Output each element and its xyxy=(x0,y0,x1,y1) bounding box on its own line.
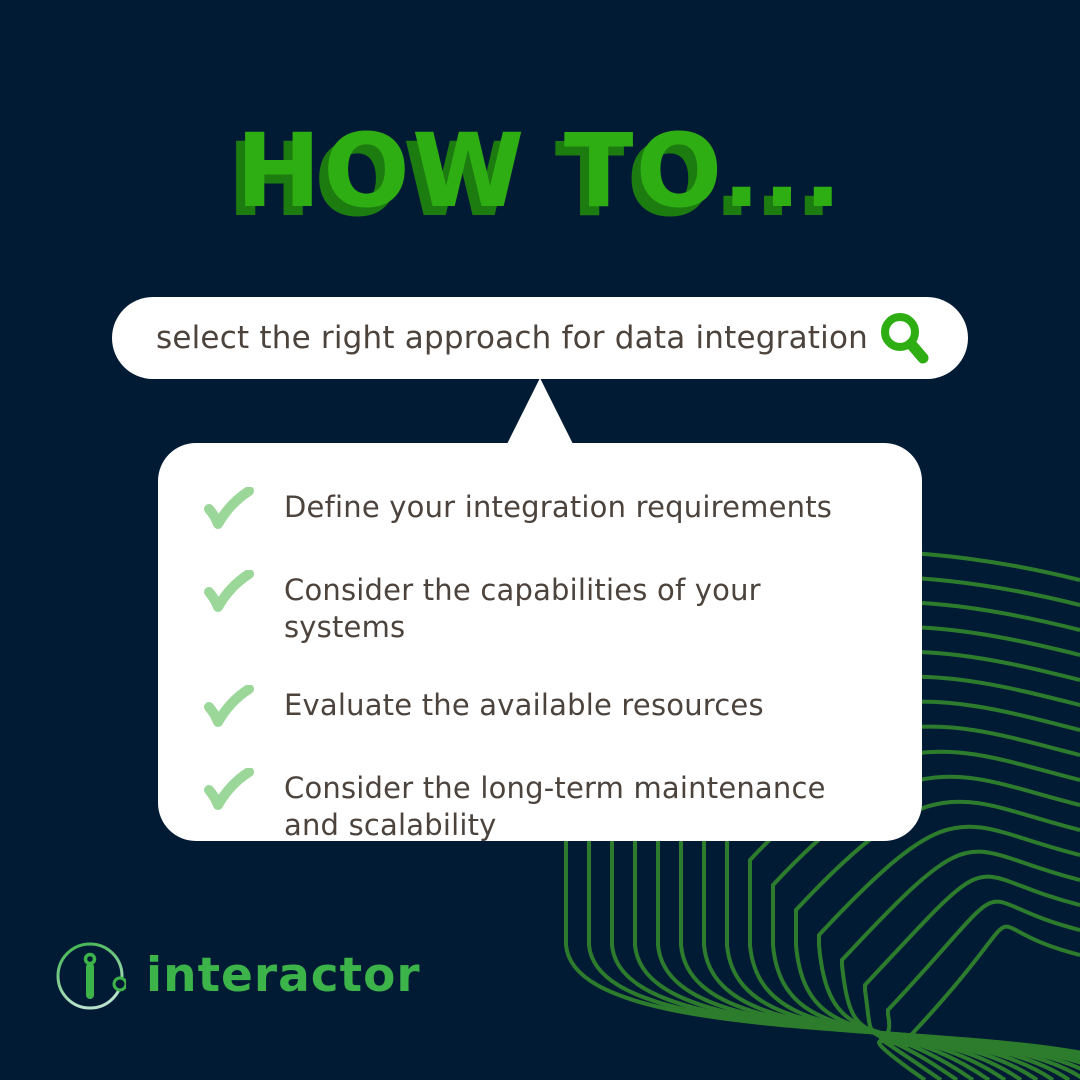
list-item-label: Evaluate the available resources xyxy=(284,688,764,722)
list-item: Consider the capabilities of your system… xyxy=(202,570,872,646)
speech-pointer xyxy=(505,378,575,448)
brand-wordmark: interactor xyxy=(146,948,421,1003)
search-bar[interactable]: select the right approach for data integ… xyxy=(112,297,968,379)
list-item: Evaluate the available resources xyxy=(202,685,872,729)
brand-logo: interactor xyxy=(54,940,421,1012)
checkmark-icon xyxy=(204,570,254,612)
list-item: Define your integration requirements xyxy=(202,487,872,531)
interactor-logo-icon xyxy=(56,942,126,1010)
list-item: Consider the long-term maintenance and s… xyxy=(202,768,872,844)
checkmark-icon xyxy=(204,768,254,810)
list-item-label: Consider the capabilities of your system… xyxy=(284,573,761,644)
list-item-label: Define your integration requirements xyxy=(284,490,833,524)
search-input[interactable]: select the right approach for data integ… xyxy=(156,320,868,356)
checklist-card: Define your integration requirements Con… xyxy=(158,443,922,844)
search-icon[interactable] xyxy=(878,310,934,366)
checkmark-icon xyxy=(204,685,254,727)
checkmark-icon xyxy=(204,487,254,529)
page-title: HOW TO... xyxy=(235,112,845,231)
list-item-label: Consider the long-term maintenance and s… xyxy=(284,771,826,842)
